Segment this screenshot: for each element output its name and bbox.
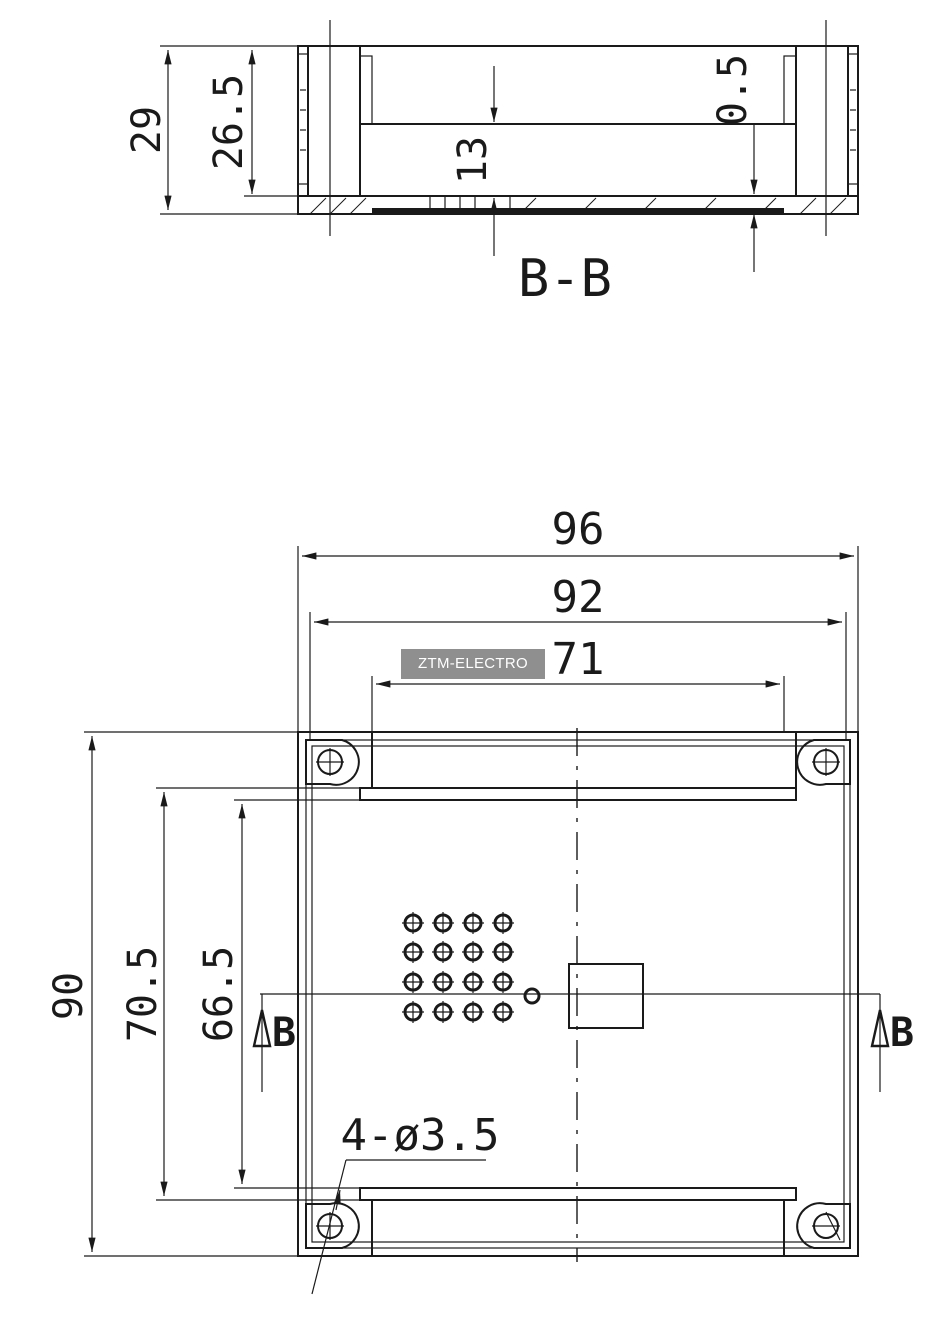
- pin-grid: [402, 912, 541, 1023]
- svg-text:B: B: [272, 1010, 296, 1056]
- section-view: 29 26.5 13 0.5 B-B: [124, 20, 859, 309]
- component-square: [568, 963, 644, 1029]
- dim-inner-width: 92: [552, 572, 605, 623]
- watermark-label: ZTM-ELECTRO: [401, 649, 545, 679]
- dim-outer-height: 90: [46, 972, 92, 1020]
- dim-outer-width: 96: [552, 504, 605, 555]
- mount-hole: [796, 739, 851, 786]
- dim-slot-height: 66.5: [196, 946, 242, 1042]
- dim-holes: 4-ø3.5: [341, 1110, 500, 1161]
- top-view: 96 92 71 90 70.5 66.5 4-ø3.5: [46, 504, 914, 1295]
- mount-hole: [305, 739, 360, 786]
- mount-hole: [796, 1202, 851, 1249]
- svg-text:B: B: [890, 1010, 914, 1056]
- dim-thickness: 0.5: [710, 54, 756, 126]
- dim-inner-height: 26.5: [206, 74, 252, 170]
- section-marker-right: B: [870, 994, 914, 1092]
- dim-inner-height-top: 70.5: [120, 946, 166, 1042]
- dim-total-height: 29: [124, 106, 170, 154]
- pin-hole-single: [523, 987, 541, 1005]
- section-label: B-B: [518, 249, 612, 309]
- mount-hole: [305, 1202, 360, 1249]
- dim-pcb-height: 13: [450, 136, 496, 184]
- dim-slot-width: 71: [552, 634, 605, 685]
- section-marker-left: B: [252, 994, 296, 1092]
